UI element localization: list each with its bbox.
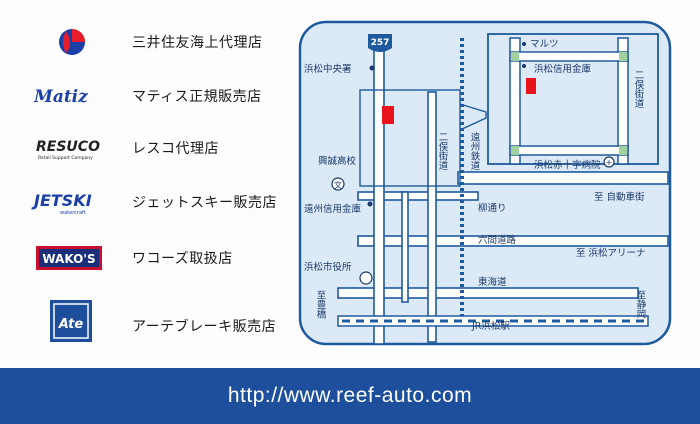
- label-to-arena: 至 浜松アリーナ: [576, 247, 646, 259]
- road-left-upper: [357, 191, 479, 201]
- wakos-logo-text: WAKO'S: [42, 252, 95, 266]
- matiz-logo-text: Matiz: [33, 87, 88, 107]
- route-number: 257: [371, 38, 390, 48]
- label-hamamatsu-police: 浜松中央署: [304, 63, 352, 75]
- jetski-logo-text: JETSKI: [31, 191, 92, 210]
- inset-road-bottom: [509, 145, 629, 156]
- footer-bar: http://www.reef-auto.com: [0, 368, 700, 424]
- zoom-region: [359, 89, 461, 187]
- label-yanagi: 柳通り: [478, 202, 507, 214]
- matiz-logo-icon: Matiz: [33, 87, 88, 107]
- road-ninomata: [427, 91, 437, 343]
- route-257-shield: 257: [368, 34, 392, 52]
- label-tokaido: 東海道: [478, 276, 507, 288]
- dealer-label: ワコーズ取扱店: [132, 251, 233, 267]
- dealer-ate: Ate アーテブレーキ販売店: [20, 300, 300, 346]
- road-minor: [401, 191, 409, 303]
- dealer-matiz: Matiz マティス正規販売店: [20, 76, 300, 116]
- school-icon: [331, 177, 345, 191]
- dealer-mitsui-sumitomo: 三井住友海上代理店: [20, 22, 300, 62]
- dealer-wakos: WAKO'S ワコーズ取扱店: [20, 238, 300, 278]
- label-city-hall: 浜松市役所: [304, 261, 352, 273]
- jetski-logo-icon: JETSKI watercraft: [31, 191, 92, 216]
- inset-roads: [509, 37, 629, 165]
- dealer-label: レスコ代理店: [132, 141, 219, 157]
- jr-railway: [337, 315, 649, 327]
- road-257: [373, 49, 385, 345]
- dealer-resuco: RESUCO Retail Support Company レスコ代理店: [20, 128, 300, 168]
- school-icon-glyph: 文: [334, 180, 342, 190]
- inset-road-ninomata: [617, 37, 629, 165]
- label-rokken: 六間道路: [478, 234, 517, 246]
- mitsui-sumitomo-logo-icon: [59, 29, 85, 55]
- label-ninomata-inset: 二俣街道: [633, 70, 645, 109]
- dealer-jetski: JETSKI watercraft ジェットスキー販売店: [20, 182, 300, 222]
- label-enshu-railway: 遠州鉄道: [469, 131, 481, 171]
- resuco-logo-icon: RESUCO Retail Support Company: [36, 139, 100, 161]
- label-to-toyohashi: 至豊橋: [315, 290, 327, 319]
- hospital-icon-glyph: +: [606, 158, 613, 167]
- landmark-dots: [367, 42, 526, 207]
- wakos-logo-icon: WAKO'S: [36, 246, 102, 270]
- label-enshu-shinkin: 遠州信用金庫: [304, 203, 362, 215]
- road-rokken: [357, 235, 669, 247]
- access-map: 257 文 + 浜松中央署 興誠高校 遠州信用金庫 浜松市役所 柳通り 六間道路…: [298, 20, 672, 346]
- zoom-pointer: [459, 103, 487, 131]
- dealer-label: マティス正規販売店: [132, 89, 262, 105]
- city-hall-icon: [359, 271, 373, 285]
- dealer-label: ジェットスキー販売店: [132, 195, 277, 211]
- ate-logo-icon: Ate: [50, 300, 92, 342]
- shop-marker-inset: [526, 78, 536, 94]
- jetski-logo-subtext: watercraft: [60, 210, 86, 216]
- dealer-label: アーテブレーキ販売店: [132, 319, 277, 335]
- resuco-logo-text: RESUCO: [36, 139, 100, 155]
- website-url[interactable]: http://www.reef-auto.com: [227, 384, 473, 407]
- label-to-jidousha: 至 自動車街: [594, 191, 645, 203]
- inset-road-left: [509, 37, 521, 165]
- label-jr-station: JR浜松駅: [471, 320, 510, 332]
- label-red-cross-hospital: 浜松赤十字病院: [534, 159, 601, 171]
- road-tokaido: [337, 287, 639, 299]
- label-marutsu: マルツ: [530, 39, 559, 50]
- label-kohkou: 興誠高校: [318, 155, 357, 167]
- label-hamamatsu-shinkin: 浜松信用金庫: [534, 63, 592, 75]
- label-to-shizuoka: 至静岡: [635, 290, 647, 319]
- dealer-label: 三井住友海上代理店: [132, 35, 263, 51]
- hospital-icon: [603, 156, 615, 168]
- resuco-logo-subtext: Retail Support Company: [38, 155, 93, 161]
- inset-road-top: [509, 51, 629, 62]
- ate-logo-text: Ate: [58, 317, 84, 332]
- label-ninomata-main: 二俣街道: [437, 132, 449, 171]
- road-jidousha: [457, 171, 669, 185]
- shop-marker-main: [382, 106, 394, 124]
- inset-signals: [511, 52, 627, 155]
